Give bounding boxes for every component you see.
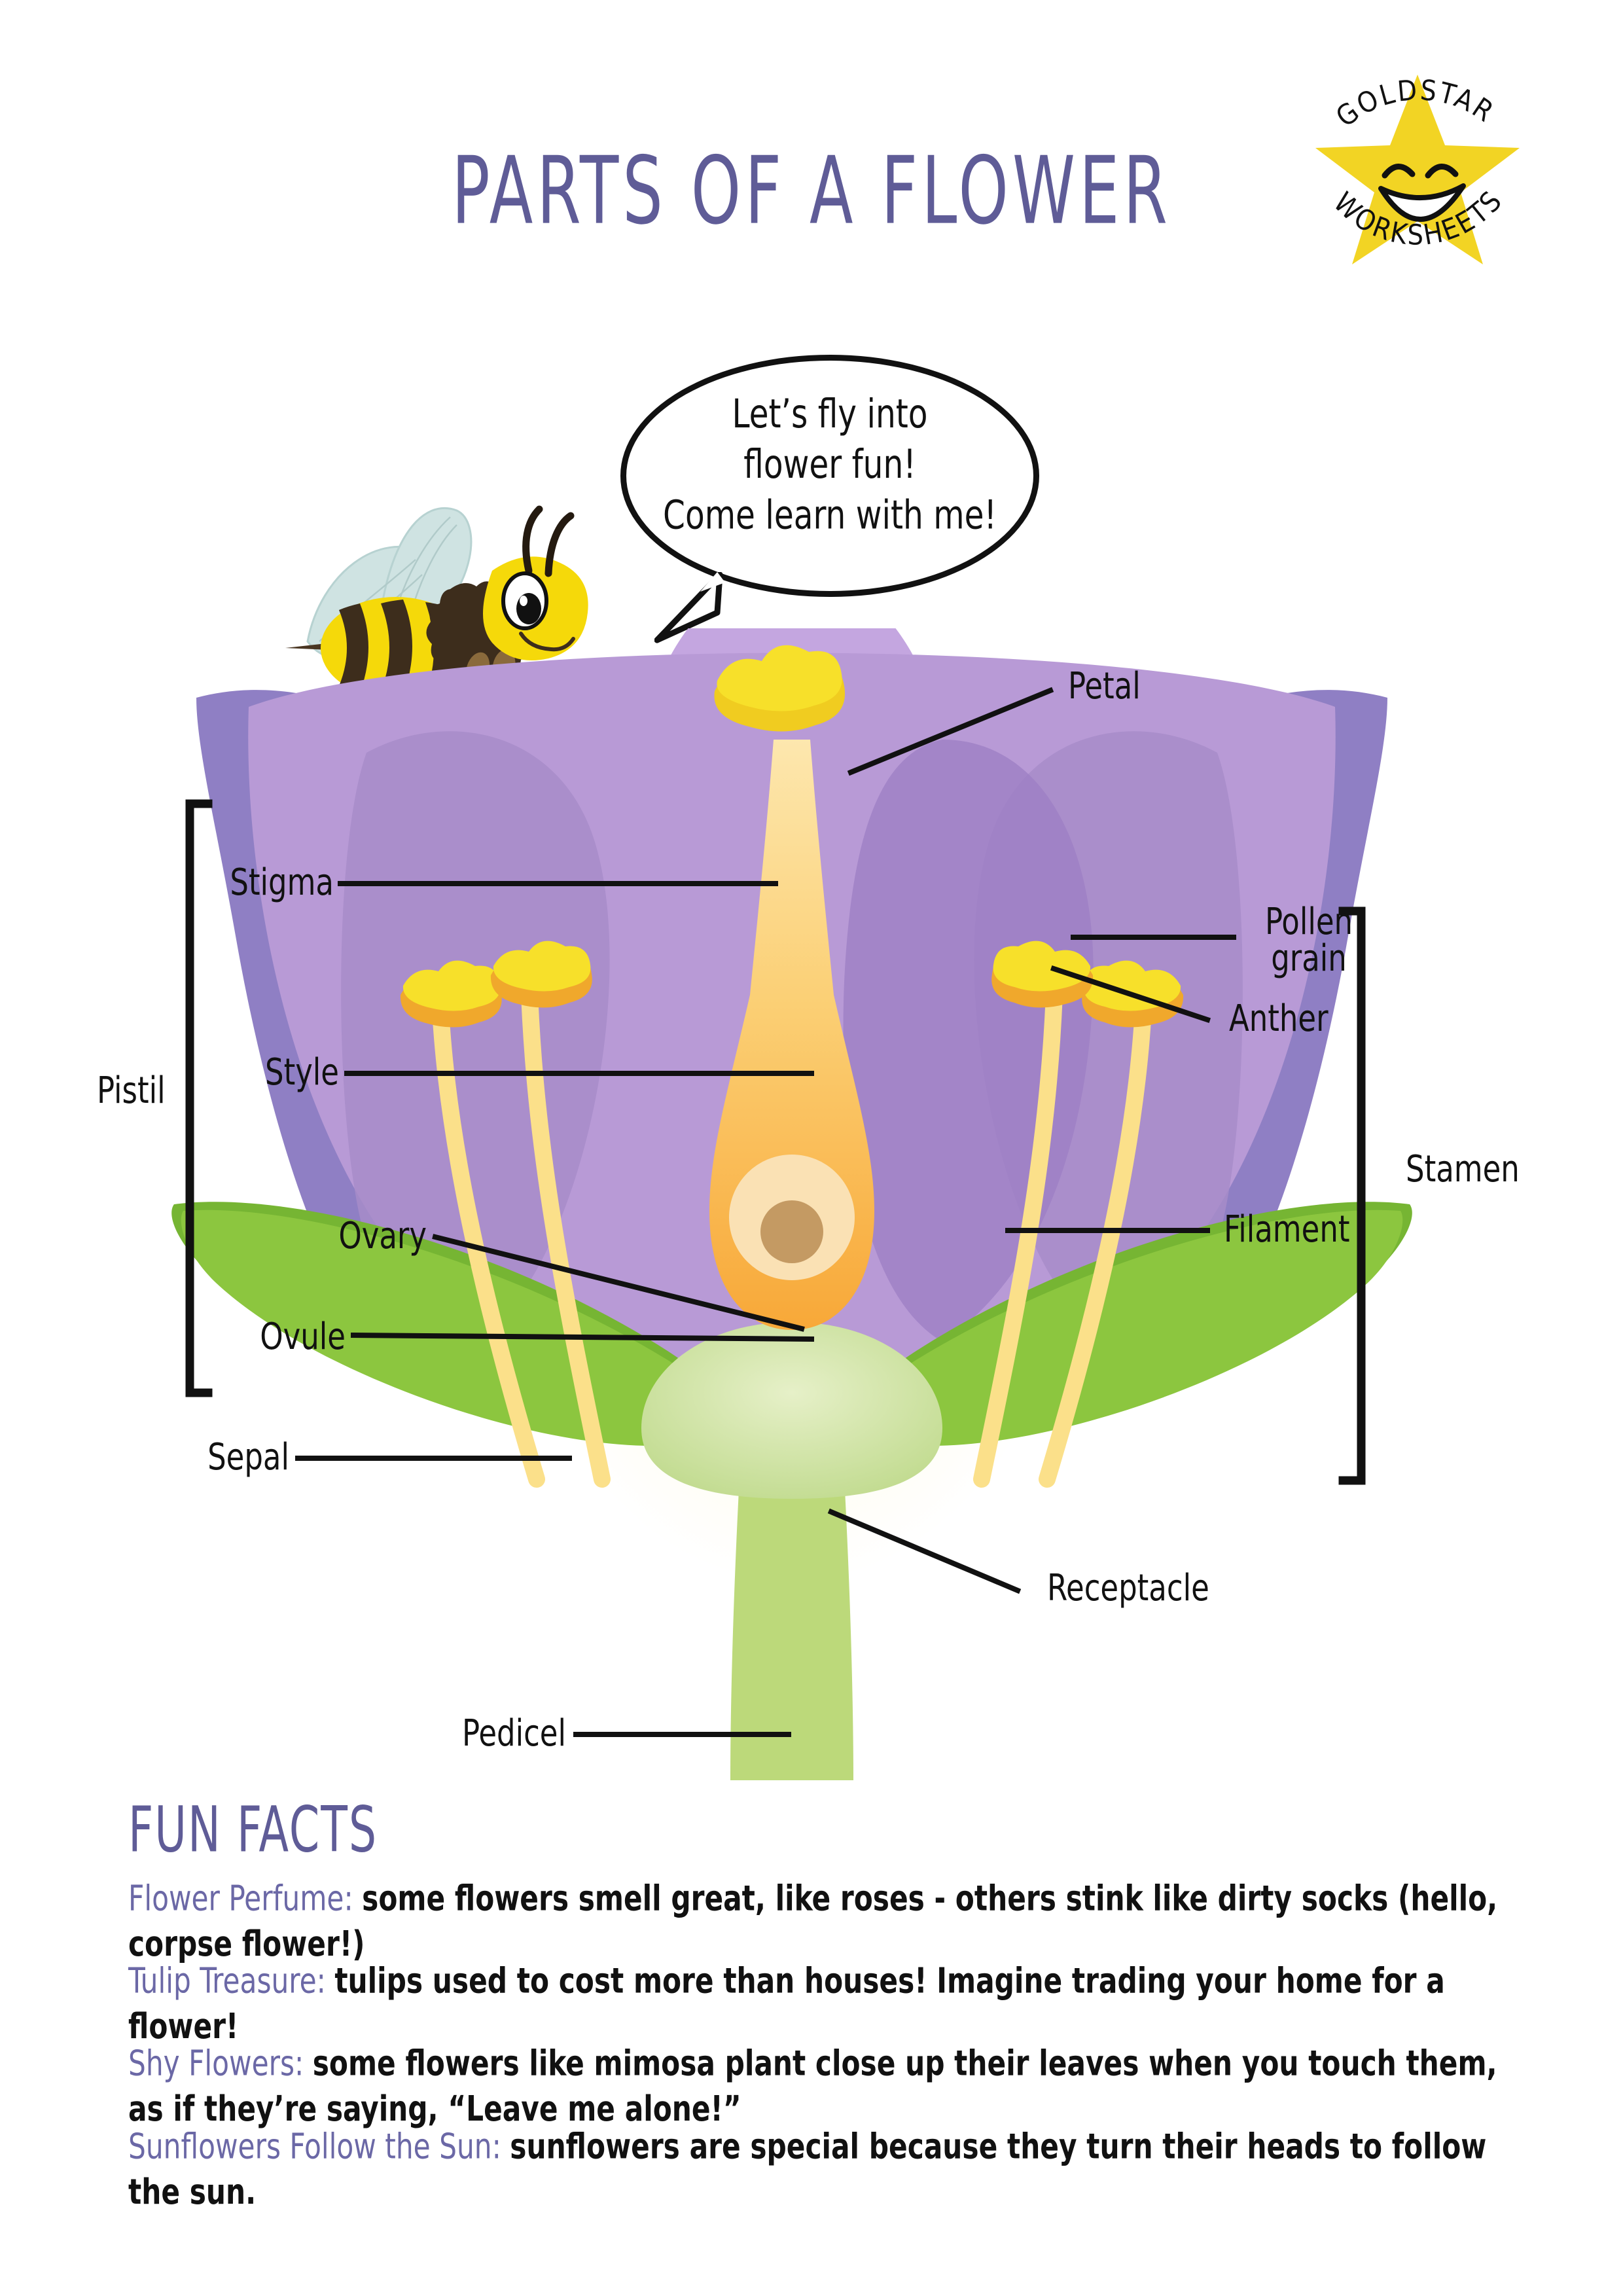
label-petal: Petal: [1068, 664, 1141, 708]
speech-bubble-tail: [654, 572, 725, 643]
label-pollen-grain: Pollen grain: [1264, 900, 1353, 980]
label-filament: Filament: [1224, 1208, 1350, 1251]
anther: [400, 960, 502, 1028]
label-anther: Anther: [1229, 997, 1329, 1040]
label-ovule: Ovule: [260, 1315, 346, 1358]
flower-diagram-illustration: [170, 556, 1414, 1780]
receptacle: [641, 1322, 942, 1499]
fun-fact-item: Flower Perfume: some flowers smell great…: [128, 1876, 1529, 1967]
label-group-stamen: Stamen: [1406, 1147, 1520, 1191]
fun-fact-key: Tulip Treasure:: [128, 1960, 326, 2002]
ovule: [760, 1200, 823, 1263]
label-group-pistil: Pistil: [97, 1069, 166, 1112]
fun-fact-key: Flower Perfume:: [128, 1878, 353, 1920]
fun-fact-value: some flowers like mimosa plant close up …: [128, 2043, 1497, 2130]
speech-line-3: Come learn with me!: [663, 492, 997, 539]
label-stigma: Stigma: [230, 861, 334, 904]
fun-fact-key: Shy Flowers:: [128, 2043, 304, 2085]
fun-facts-heading: FUN FACTS: [128, 1793, 378, 1867]
speech-bubble-text: Let’s fly into flower fun! Come learn wi…: [620, 389, 1039, 541]
stigma: [714, 645, 846, 732]
speech-line-1: Let’s fly into: [732, 390, 928, 437]
fun-fact-value: tulips used to cost more than houses! Im…: [128, 1960, 1445, 2047]
filament: [431, 986, 545, 1488]
label-ovary: Ovary: [338, 1214, 427, 1257]
goldstar-worksheets-logo: GOLDSTAR WORKSHEETS: [1289, 24, 1546, 285]
speech-line-2: flower fun!: [743, 441, 916, 488]
fun-fact-item: Tulip Treasure: tulips used to cost more…: [128, 1958, 1529, 2049]
bee-icon: [281, 425, 609, 733]
fun-fact-value: sunflowers are special because they turn…: [128, 2125, 1487, 2213]
fun-facts-list: Flower Perfume: some flowers smell great…: [128, 1876, 1529, 2212]
fun-fact-key: Sunflowers Follow the Sun:: [128, 2125, 501, 2167]
stamen-group-left: [400, 941, 611, 1488]
speech-bubble-body: [620, 355, 1039, 597]
smiling-star-icon: GOLDSTAR WORKSHEETS: [1315, 74, 1520, 264]
fun-fact-item: Sunflowers Follow the Sun: sunflowers ar…: [128, 2124, 1529, 2215]
label-receptacle: Receptacle: [1047, 1566, 1209, 1609]
speech-bubble: Let’s fly into flower fun! Come learn wi…: [620, 355, 1039, 643]
fun-fact-value: some flowers smell great, like roses - o…: [128, 1878, 1498, 1965]
pedicel: [730, 1453, 853, 1780]
label-sepal: Sepal: [207, 1435, 289, 1479]
sepal-right: [853, 1210, 1403, 1446]
filament: [520, 967, 611, 1488]
anther: [490, 941, 592, 1008]
fun-fact-item: Shy Flowers: some flowers like mimosa pl…: [128, 2041, 1529, 2132]
label-pedicel: Pedicel: [461, 1712, 566, 1755]
filament: [973, 967, 1063, 1488]
page-title: PARTS OF A FLOWER: [452, 137, 1171, 245]
filament: [1039, 986, 1152, 1488]
label-style: Style: [265, 1050, 339, 1094]
